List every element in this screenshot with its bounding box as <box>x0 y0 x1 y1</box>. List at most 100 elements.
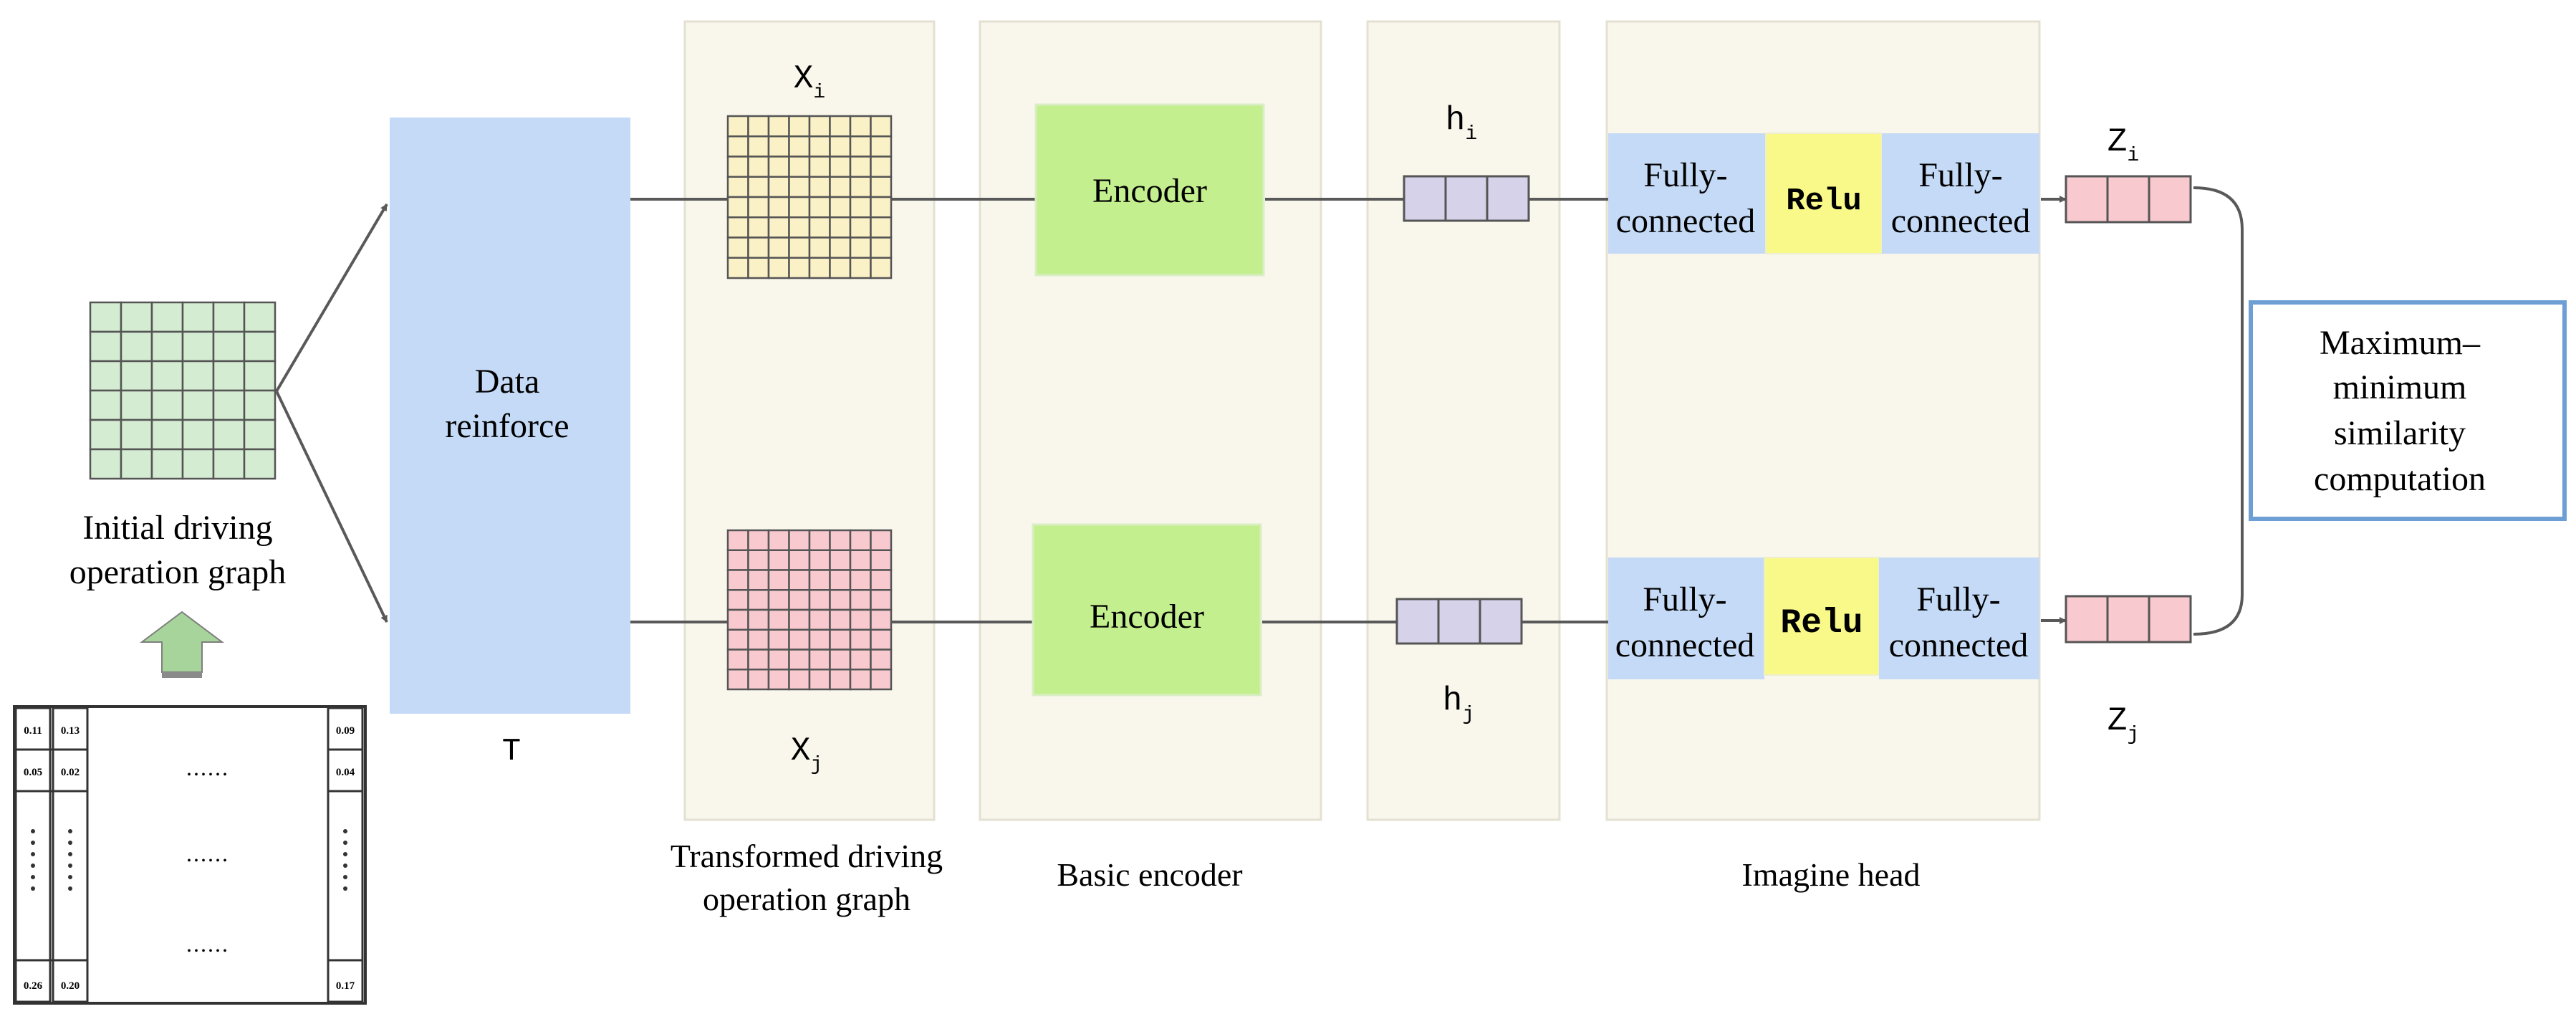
matrix-ellipsis-row2: ...... <box>186 841 229 866</box>
xi-grid-cell <box>808 176 831 198</box>
xj-grid-cell <box>747 589 770 611</box>
zj-vector <box>2065 595 2192 644</box>
xi-grid-cell <box>788 257 811 279</box>
fc-bottom-right-line1: Fully- <box>1916 580 2000 618</box>
xi-grid-cell <box>849 156 872 178</box>
input-grid-cell <box>120 301 153 333</box>
xi-grid-cell <box>747 176 770 198</box>
input-grid-cell <box>89 418 122 451</box>
fc-top-left-line1: Fully- <box>1643 156 1727 194</box>
xi-grid-cell <box>849 236 872 259</box>
xj-grid-cell <box>788 589 811 611</box>
bracket-to-similarity <box>2193 186 2244 636</box>
input-grid-cell <box>243 330 277 363</box>
xj-grid-cell <box>747 529 770 551</box>
xj-grid-cell <box>829 589 852 611</box>
hi-vector <box>1403 175 1530 222</box>
xi-grid-cell <box>726 216 749 239</box>
xj-grid-cell <box>726 608 749 631</box>
xi-label: Xi <box>794 60 825 104</box>
xj-grid-cell <box>870 649 893 671</box>
xi-grid-cell <box>849 257 872 279</box>
fc-top-left-line2: connected <box>1616 202 1756 240</box>
xj-grid-cell <box>788 549 811 571</box>
similarity-line1: Maximum– <box>2320 324 2481 362</box>
xj-grid-cell <box>788 569 811 591</box>
xj-grid-cell <box>849 608 872 631</box>
xi-grid-cell <box>788 236 811 259</box>
xi-grid-cell <box>767 115 790 138</box>
xi-grid-cell <box>849 176 872 198</box>
input-grid-cell <box>181 330 215 363</box>
encoder-bottom-label: Encoder <box>1090 598 1204 636</box>
xj-grid-cell <box>747 628 770 651</box>
input-grid-cell <box>120 330 153 363</box>
xj-grid-cell <box>788 529 811 551</box>
xi-grid-cell <box>829 196 852 219</box>
xi-grid-cell <box>829 257 852 279</box>
xi-grid-cell <box>747 115 770 138</box>
xj-grid-cell <box>849 549 872 571</box>
xj-grid-cell <box>829 649 852 671</box>
xj-grid-cell <box>767 649 790 671</box>
xi-grid-cell <box>767 236 790 259</box>
xj-grid-cell <box>808 608 831 631</box>
similarity-line4: computation <box>2314 460 2486 498</box>
xj-grid-cell <box>808 628 831 651</box>
xi-grid-cell <box>849 115 872 138</box>
fc-bottom-right <box>1879 558 2039 679</box>
input-grid-cell <box>150 301 184 333</box>
xj-grid-cell <box>767 608 790 631</box>
xj-grid-cell <box>808 549 831 571</box>
fc-top-right <box>1882 133 2039 254</box>
xj-grid-cell <box>767 589 790 611</box>
xi-grid-cell <box>747 156 770 178</box>
input-grid-cell <box>181 360 215 392</box>
relu-bottom <box>1764 557 1880 676</box>
basic-encoder-caption: Basic encoder <box>1057 856 1242 893</box>
input-grid-cell <box>212 360 246 392</box>
input-grid-cell <box>150 330 184 363</box>
xi-grid-cell <box>829 236 852 259</box>
matrix-vertical-dots <box>31 829 347 891</box>
fc-top-right-line2: connected <box>1891 202 2031 240</box>
xi-grid-cell <box>726 196 749 219</box>
xi-grid-cell <box>870 257 893 279</box>
matrix-ellipsis-row1: ...... <box>186 755 229 780</box>
xj-grid-cell <box>829 669 852 691</box>
data-reinforce-label-line2: reinforce <box>445 407 569 445</box>
xi-grid-cell <box>829 216 852 239</box>
xi-grid-cell <box>788 196 811 219</box>
xj-grid-cell <box>726 549 749 571</box>
xj-grid-cell <box>767 669 790 691</box>
input-grid-cell <box>150 389 184 421</box>
input-grid-cell <box>243 360 277 392</box>
xj-grid-cell <box>726 628 749 651</box>
input-grid-cell <box>243 418 277 451</box>
fc-bottom-left <box>1608 558 1764 679</box>
xj-grid-cell <box>808 589 831 611</box>
xi-grid-cell <box>747 236 770 259</box>
zi-vector <box>2065 175 2192 224</box>
matrix-cell-r1cn: 0.09 <box>336 725 355 737</box>
transformed-graph-xi <box>726 115 893 279</box>
input-grid-cell <box>120 360 153 392</box>
xj-grid-cell <box>747 549 770 571</box>
xi-grid-cell <box>747 196 770 219</box>
xi-grid-cell <box>726 135 749 158</box>
representation-panel <box>1366 20 1561 821</box>
input-label-line1: Initial driving <box>82 509 272 547</box>
similarity-computation-box <box>2249 300 2567 521</box>
matrix-cell-r2cn: 0.04 <box>336 767 355 778</box>
fc-bottom-right-line2: connected <box>1889 626 2029 664</box>
xj-grid-cell <box>808 529 831 551</box>
xi-grid-cell <box>747 216 770 239</box>
xi-grid-cell <box>767 176 790 198</box>
xj-grid-cell <box>726 649 749 671</box>
encoder-top <box>1034 103 1265 277</box>
matrix-cell-r1c1: 0.11 <box>24 725 42 737</box>
xi-grid-cell <box>767 156 790 178</box>
input-grid-cell <box>89 301 122 333</box>
arrow-to-reinforce-bottom <box>275 391 388 623</box>
